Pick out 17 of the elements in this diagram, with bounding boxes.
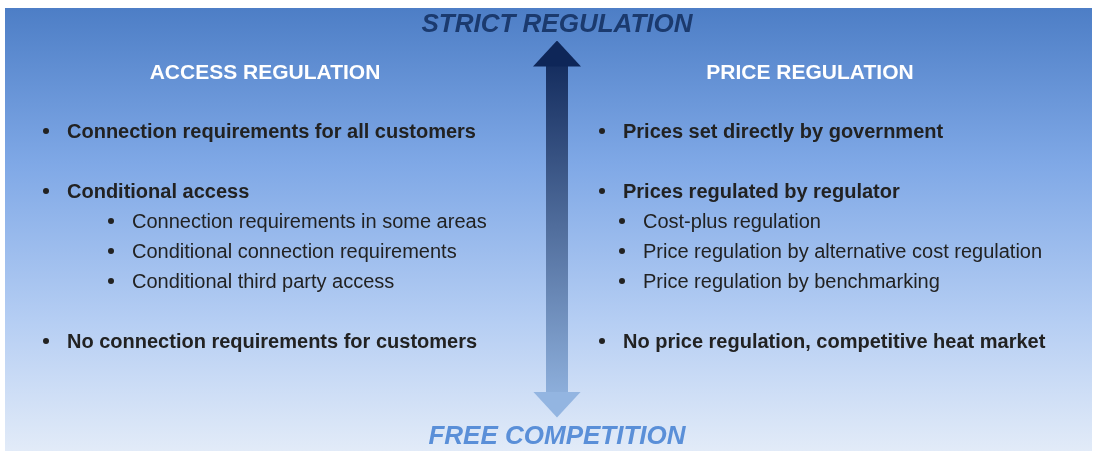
list-item: Conditional third party access (132, 269, 395, 293)
column-heading: ACCESS REGULATION (149, 60, 381, 84)
list-item: Price regulation by alternative cost regulation (643, 239, 1043, 263)
column-heading: PRICE REGULATION (706, 60, 914, 84)
list-item: Connection requirements for all customers (67, 119, 476, 143)
list-item: Cost-plus regulation (643, 209, 821, 233)
double-arrow (533, 40, 581, 418)
list-item: Conditional connection requirements (132, 239, 457, 263)
list-item: Price regulation by benchmarking (643, 269, 940, 293)
list-item: Prices regulated by regulator (623, 179, 900, 203)
heading-text: STRICT REGULATION (421, 7, 693, 39)
heading-text: FREE COMPETITION (428, 419, 686, 451)
list-item: No price regulation, competitive heat market (623, 329, 1046, 353)
list-item: No connection requirements for customers (67, 329, 478, 353)
list-item: Conditional access (67, 179, 250, 203)
list-item: Prices set directly by government (623, 119, 944, 143)
list-item: Connection requirements in some areas (132, 209, 487, 233)
